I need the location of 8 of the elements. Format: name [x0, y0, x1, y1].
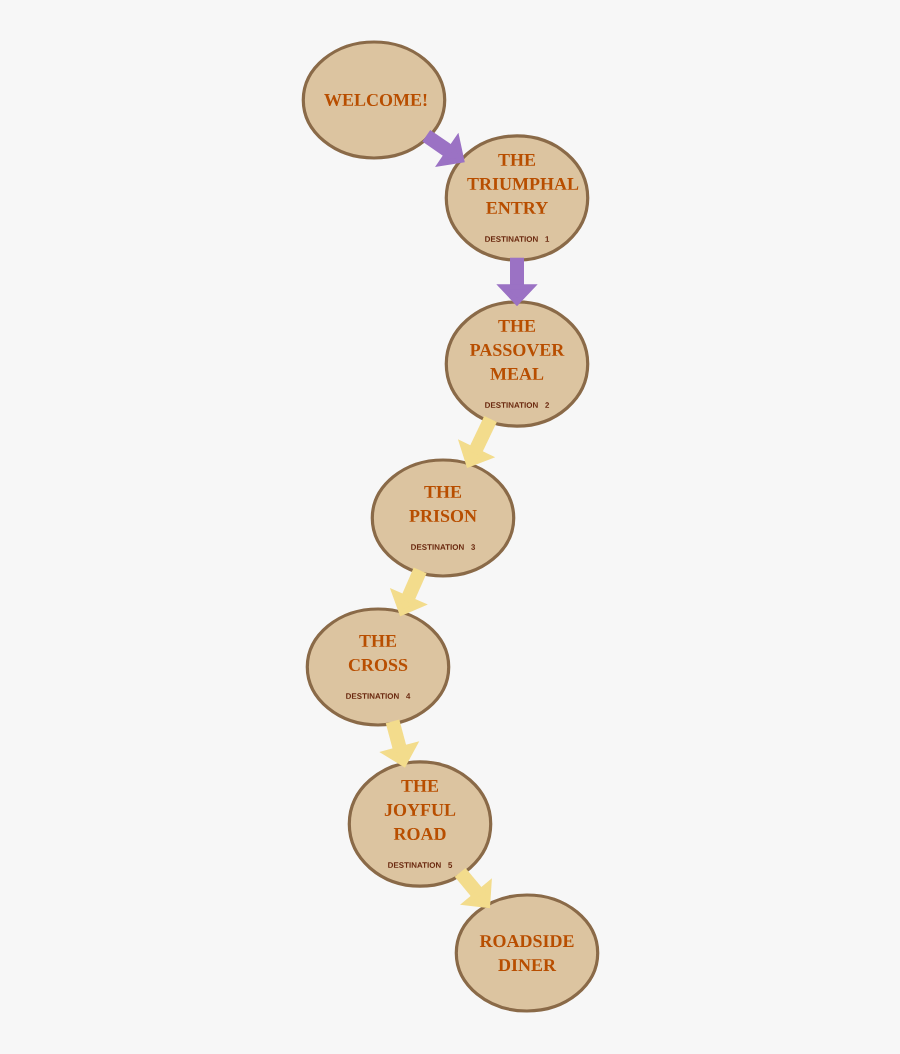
wooden-sign: WELCOME! — [301, 40, 447, 160]
wooden-sign: THE PASSOVER MEAL DESTINATION 2 — [444, 300, 590, 428]
wooden-sign: THE TRIUMPHAL ENTRY DESTINATION 1 — [444, 134, 590, 262]
wooden-sign: THE CROSS DESTINATION 4 — [305, 607, 451, 727]
arrow — [454, 867, 492, 909]
wooden-sign: ROADSIDE DINER — [454, 893, 600, 1013]
wooden-sign: THE PRISON DESTINATION 3 — [370, 458, 516, 578]
wooden-sign: THE JOYFUL ROAD DESTINATION 5 — [347, 760, 493, 888]
